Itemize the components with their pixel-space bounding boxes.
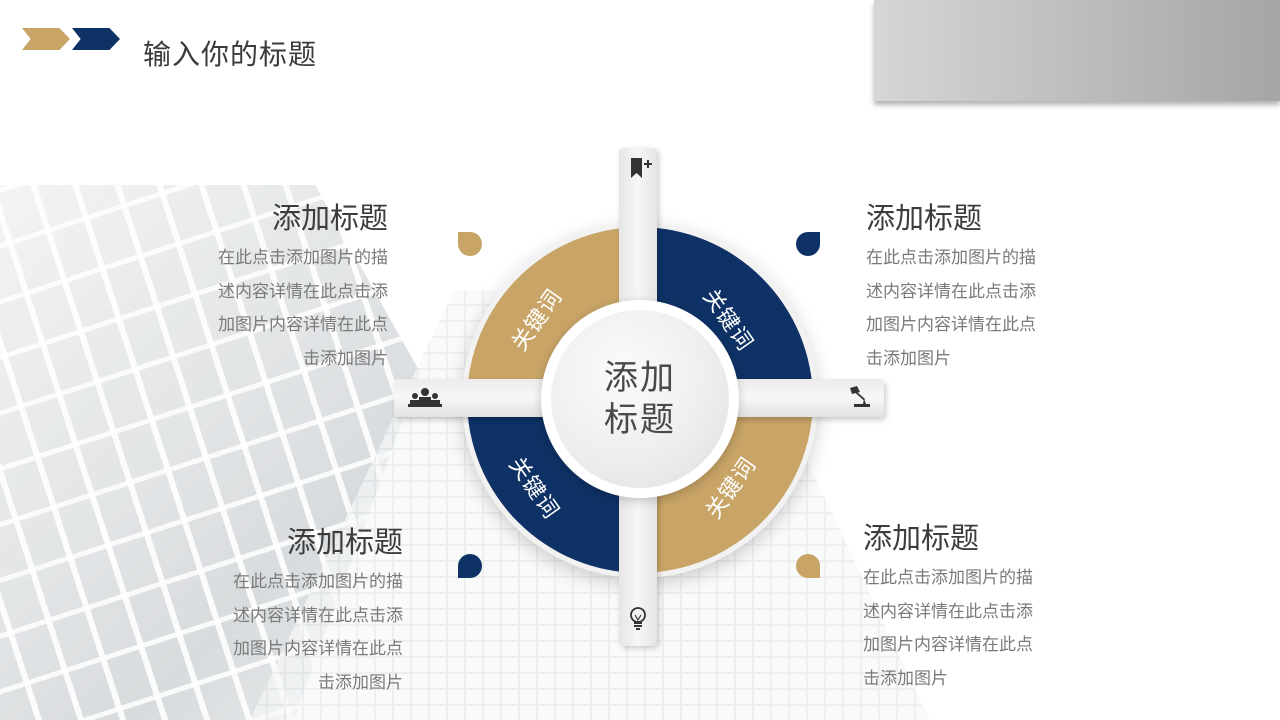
title-chevrons	[22, 28, 122, 50]
desc-line: 加图片内容详情在此点	[863, 635, 1033, 655]
text-block-top-right: 添加标题 在此点击添加图片的描 述内容详情在此点击添 加图片内容详情在此点 击添…	[866, 200, 1066, 376]
desk-lamp-icon[interactable]	[848, 384, 872, 408]
desc-line: 击添加图片	[303, 348, 388, 369]
block-description: 在此点击添加图片的描 述内容详情在此点击添 加图片内容详情在此点 击添加图片	[866, 242, 1066, 376]
text-block-bottom-right: 添加标题 在此点击添加图片的描 述内容详情在此点击添 加图片内容详情在此点 击添…	[863, 520, 1063, 696]
desc-line: 击添加图片	[866, 348, 951, 369]
team-icon[interactable]	[408, 386, 442, 410]
page-title: 输入你的标题	[143, 38, 318, 71]
block-title: 添加标题	[286, 525, 403, 559]
bookmark-add-icon[interactable]	[628, 156, 652, 180]
drop-bottom-right-icon	[796, 554, 820, 578]
chevron-gold-icon	[22, 28, 70, 50]
desc-line: 述内容详情在此点击添	[218, 281, 388, 302]
block-description: 在此点击添加图片的描 述内容详情在此点击添 加图片内容详情在此点 击添加图片	[863, 562, 1063, 696]
desc-line: 述内容详情在此点击添	[233, 605, 403, 626]
center-title-line2: 标题	[604, 400, 676, 440]
center-title-line1: 添加	[604, 358, 676, 398]
block-title: 添加标题	[866, 201, 983, 235]
desc-line: 击添加图片	[318, 672, 403, 693]
decorative-gray-banner	[874, 0, 1280, 101]
desc-line: 述内容详情在此点击添	[863, 601, 1033, 622]
desc-line: 加图片内容详情在此点	[233, 639, 403, 659]
desc-line: 在此点击添加图片的描	[866, 248, 1036, 268]
drop-top-left-icon	[458, 232, 482, 256]
block-description: 在此点击添加图片的描 述内容详情在此点击添 加图片内容详情在此点 击添加图片	[203, 566, 403, 700]
center-circle[interactable]: 添加 标题	[541, 300, 739, 498]
block-title: 添加标题	[271, 201, 388, 235]
desc-line: 述内容详情在此点击添	[866, 281, 1036, 302]
chevron-navy-icon	[72, 28, 120, 50]
block-description: 在此点击添加图片的描 述内容详情在此点击添 加图片内容详情在此点 击添加图片	[188, 242, 388, 376]
text-block-bottom-left: 添加标题 在此点击添加图片的描 述内容详情在此点击添 加图片内容详情在此点 击添…	[203, 524, 403, 700]
desc-line: 在此点击添加图片的描	[218, 248, 388, 268]
center-inner: 添加 标题	[551, 310, 729, 488]
desc-line: 加图片内容详情在此点	[866, 315, 1036, 335]
quadrant-label: 关键词	[503, 452, 564, 524]
desc-line: 在此点击添加图片的描	[863, 568, 1033, 588]
block-title: 添加标题	[863, 521, 980, 555]
desc-line: 在此点击添加图片的描	[233, 572, 403, 592]
text-block-top-left: 添加标题 在此点击添加图片的描 述内容详情在此点击添 加图片内容详情在此点 击添…	[188, 200, 388, 376]
desc-line: 加图片内容详情在此点	[218, 315, 388, 335]
drop-bottom-left-icon	[458, 554, 482, 578]
cycle-diagram: 关键词 关键词 关键词 关键词	[390, 140, 890, 650]
desc-line: 击添加图片	[863, 668, 948, 689]
drop-top-right-icon	[796, 232, 820, 256]
lightbulb-icon[interactable]	[626, 606, 650, 630]
